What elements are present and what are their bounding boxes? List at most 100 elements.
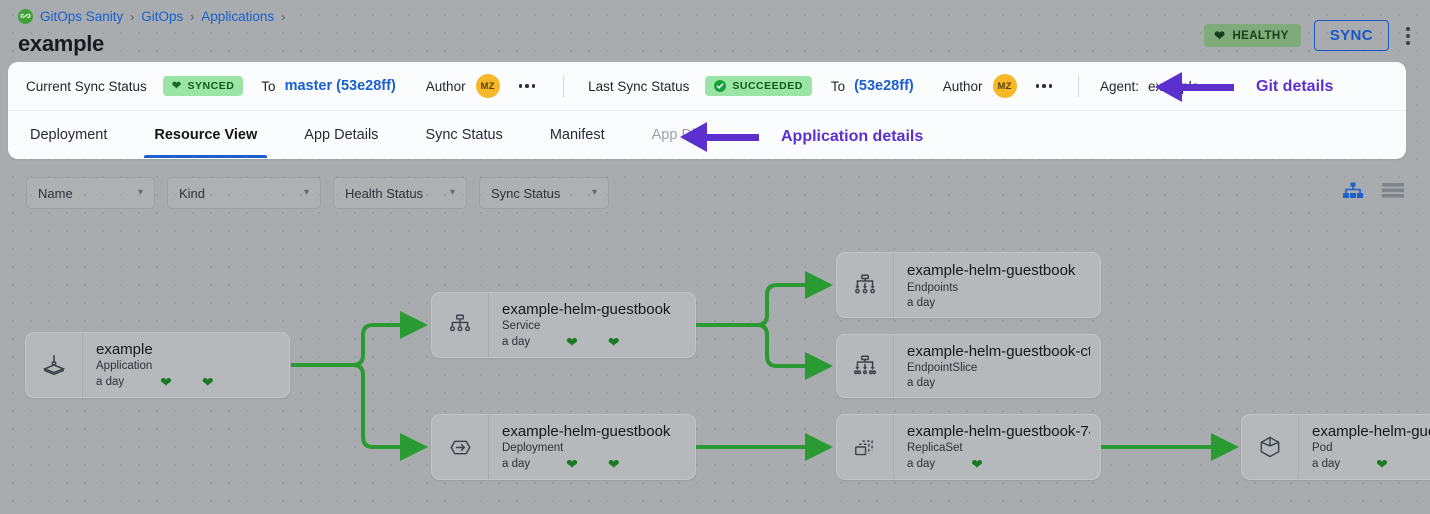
node-kind: Application xyxy=(96,360,153,372)
tab-label: Resource View xyxy=(154,126,258,143)
status-badge-label: HEALTHY xyxy=(1232,29,1289,42)
annotation-label: Git details xyxy=(1256,78,1334,95)
tab-label: Deployment xyxy=(30,126,108,143)
node-title: example-helm-guestbook-74… xyxy=(907,423,1090,439)
node-title: example-helm-guestbook xyxy=(502,423,671,439)
node-title: example xyxy=(96,341,153,357)
breadcrumb-separator: › xyxy=(130,9,135,24)
last-sync-badge: SUCCEEDED xyxy=(705,76,812,96)
node-age: a day xyxy=(502,336,531,348)
health-heart-icon: ❤ xyxy=(566,456,578,472)
page-header: GitOps Sanity › GitOps › Applications › … xyxy=(0,0,1430,66)
filter-kind[interactable]: Kind ▾ xyxy=(167,177,321,209)
resource-node-endpointslice[interactable]: example-helm-guestbook-ct… EndpointSlice… xyxy=(836,334,1101,398)
last-sync-more-menu[interactable] xyxy=(1034,80,1055,92)
last-author-label: Author xyxy=(942,78,983,94)
breadcrumb-separator: › xyxy=(281,9,286,24)
node-age: a day xyxy=(502,458,531,470)
breadcrumb-separator: › xyxy=(190,9,195,24)
tab-label: App Details xyxy=(304,126,379,143)
node-kind: Service xyxy=(502,320,541,332)
tree-view-icon[interactable] xyxy=(1342,182,1364,207)
current-sync-status-label: Current Sync Status xyxy=(26,78,147,94)
node-title: example-helm-guestbook xyxy=(502,301,671,317)
replicaset-icon xyxy=(837,434,893,460)
filter-name[interactable]: Name ▾ xyxy=(26,177,155,209)
heart-icon: ❤ xyxy=(1214,28,1226,43)
tab-app-details[interactable]: App Details xyxy=(300,111,382,158)
filter-health-status[interactable]: Health Status ▾ xyxy=(333,177,467,209)
gitops-logo-icon xyxy=(18,9,33,24)
filter-bar: Name ▾ Kind ▾ Health Status ▾ Sync Statu… xyxy=(26,177,609,209)
node-title: example-helm-guestbook xyxy=(907,261,1076,279)
health-heart-icon: ❤ xyxy=(160,374,172,390)
endpointslice-icon xyxy=(837,353,893,379)
breadcrumb-item-gitops[interactable]: GitOps xyxy=(141,9,184,24)
tab-sync-status[interactable]: Sync Status xyxy=(421,111,506,158)
endpoints-icon xyxy=(837,272,893,298)
chevron-down-icon: ▾ xyxy=(449,187,455,198)
kebab-menu-icon[interactable] xyxy=(1402,24,1414,48)
breadcrumb-item-applications[interactable]: Applications xyxy=(201,9,275,24)
filter-label: Kind xyxy=(179,185,206,201)
arrow-left-icon xyxy=(680,122,707,152)
current-sync-more-menu[interactable] xyxy=(517,80,538,92)
tab-manifest[interactable]: Manifest xyxy=(546,111,609,158)
filter-sync-status[interactable]: Sync Status ▾ xyxy=(479,177,609,209)
agent-label: Agent: xyxy=(1100,78,1140,94)
annotation-application-details: Application details xyxy=(680,122,923,152)
heart-icon: ❤ xyxy=(171,79,182,92)
resource-node-pod[interactable]: example-helm-guest Pod a day ❤ xyxy=(1241,414,1430,480)
status-badge-healthy: ❤ HEALTHY xyxy=(1204,24,1301,47)
node-age: a day xyxy=(96,376,125,388)
tab-deployment[interactable]: Deployment xyxy=(26,111,111,158)
breadcrumb: GitOps Sanity › GitOps › Applications › xyxy=(18,9,285,24)
resource-node-deployment[interactable]: example-helm-guestbook Deployment a day … xyxy=(431,414,696,480)
current-sync-badge: ❤ SYNCED xyxy=(162,76,244,96)
annotation-git-details: Git details xyxy=(1155,72,1333,102)
arrow-left-icon xyxy=(1155,72,1182,102)
sync-heart-icon: ❤ xyxy=(201,374,214,390)
tab-resource-view[interactable]: Resource View xyxy=(144,111,268,158)
resource-node-endpoints[interactable]: example-helm-guestbook Endpoints a day xyxy=(836,252,1101,318)
application-icon xyxy=(26,352,82,378)
header-actions: ❤ HEALTHY SYNC xyxy=(1204,20,1414,51)
last-revision-link[interactable]: (53e28ff) xyxy=(854,78,914,94)
pod-icon xyxy=(1242,434,1298,460)
sync-heart-icon: ❤ xyxy=(607,334,620,350)
arrow-shaft xyxy=(707,133,759,141)
check-circle-icon xyxy=(714,80,727,92)
sync-button[interactable]: SYNC xyxy=(1313,20,1389,51)
chevron-down-icon: ▾ xyxy=(137,187,143,198)
resource-node-replicaset[interactable]: example-helm-guestbook-74… ReplicaSet a … xyxy=(836,414,1101,480)
current-sync-badge-label: SYNCED xyxy=(187,80,235,92)
annotation-label: Application details xyxy=(781,128,924,145)
node-kind: Endpoints xyxy=(907,281,959,294)
resource-node-application[interactable]: example Application a day ❤ ❤ xyxy=(25,332,290,398)
current-revision-link[interactable]: master (53e28ff) xyxy=(284,78,396,94)
avatar[interactable]: MZ xyxy=(992,74,1017,98)
health-heart-icon: ❤ xyxy=(971,456,983,472)
sync-status-bar: Current Sync Status ❤ SYNCED To master (… xyxy=(8,62,1406,111)
divider xyxy=(563,75,565,97)
breadcrumb-item-gitops-sanity[interactable]: GitOps Sanity xyxy=(40,9,124,24)
filter-label: Sync Status xyxy=(491,185,561,201)
filter-label: Health Status xyxy=(345,185,424,201)
avatar[interactable]: MZ xyxy=(475,74,500,98)
view-toggle-group xyxy=(1342,182,1404,207)
last-sync-status-label: Last Sync Status xyxy=(588,78,690,94)
node-kind: Deployment xyxy=(502,442,564,454)
node-kind: ReplicaSet xyxy=(907,442,963,454)
node-kind: EndpointSlice xyxy=(907,362,978,374)
resource-node-service[interactable]: example-helm-guestbook Service a day ❤ ❤ xyxy=(431,292,696,358)
node-age: a day xyxy=(907,458,936,470)
node-title: example-helm-guest xyxy=(1312,423,1430,439)
current-to-label: To xyxy=(261,78,276,94)
divider xyxy=(1078,75,1080,97)
sync-heart-icon: ❤ xyxy=(607,456,620,472)
filter-label: Name xyxy=(38,185,73,201)
current-author-label: Author xyxy=(425,78,466,94)
node-age: a day xyxy=(1312,458,1341,470)
list-view-icon[interactable] xyxy=(1382,182,1404,207)
